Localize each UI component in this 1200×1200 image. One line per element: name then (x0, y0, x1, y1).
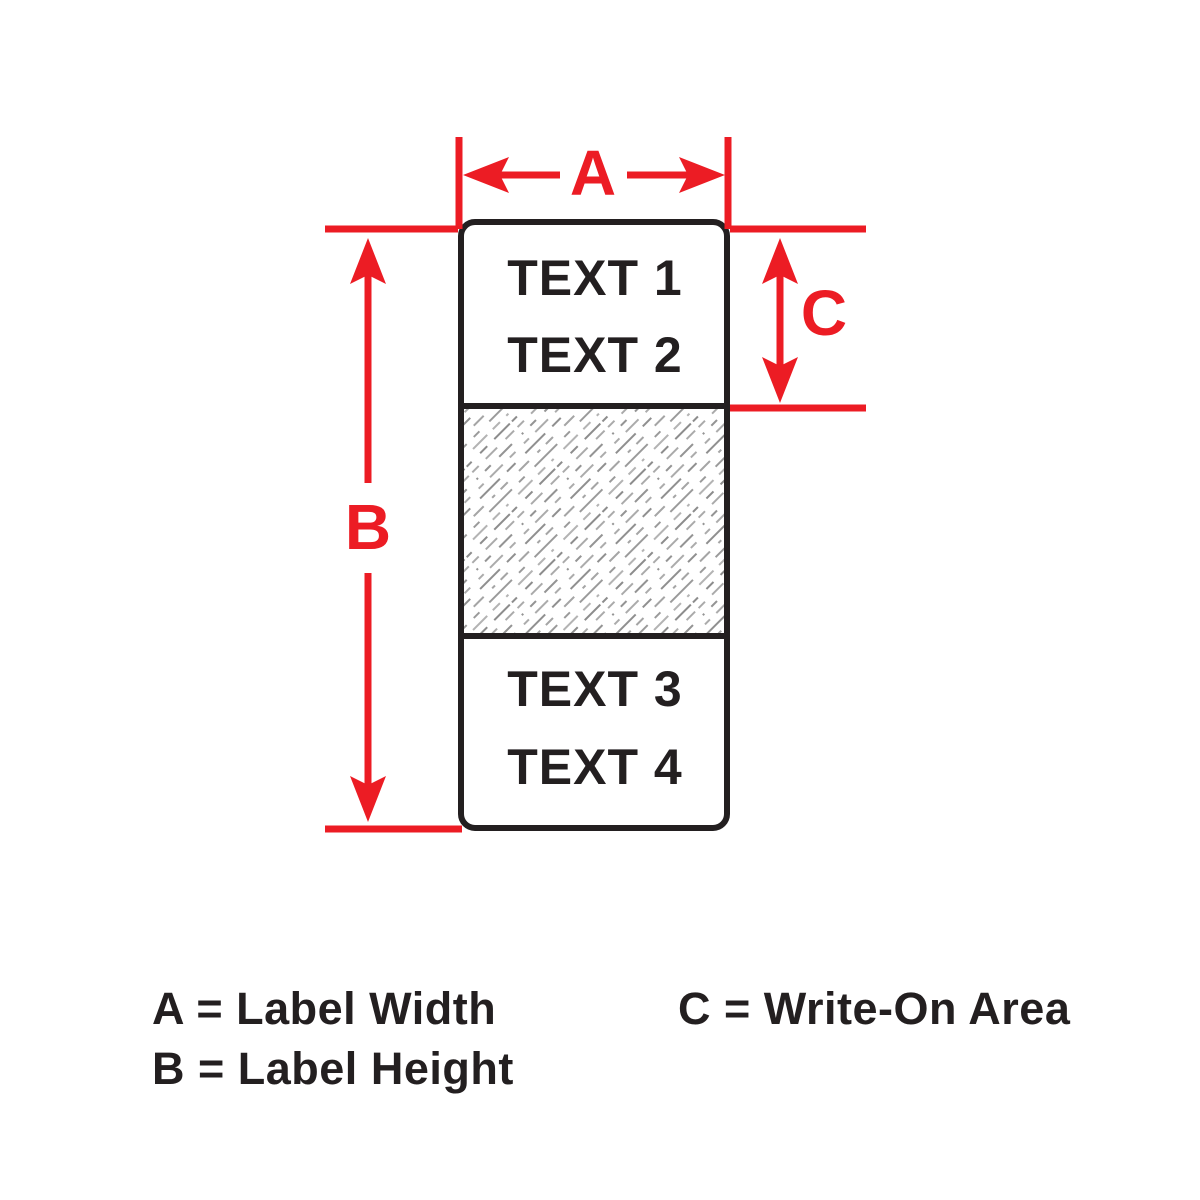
legend-label-width: A = Label Width (152, 983, 497, 1034)
legend-label-height: B = Label Height (152, 1043, 514, 1094)
dim-c-arrow (762, 238, 798, 403)
label-text-4: TEXT 4 (507, 739, 683, 795)
label-text-3: TEXT 3 (507, 661, 683, 717)
label-text-2: TEXT 2 (507, 327, 683, 383)
extension-lines (325, 137, 866, 833)
dim-b-arrowhead-top (350, 238, 386, 284)
dim-c-arrowhead-bottom (762, 357, 798, 403)
label-text-1: TEXT 1 (507, 250, 683, 306)
dim-c-arrowhead-top (762, 238, 798, 284)
dim-a-letter: A (569, 137, 617, 209)
dim-c-letter: C (800, 277, 848, 349)
dim-b-arrowhead-bottom (350, 776, 386, 822)
dim-a-arrowhead-left (463, 157, 509, 193)
dim-b-arrow (350, 238, 386, 822)
dim-a-arrow (463, 157, 725, 193)
dim-a-arrowhead-right (679, 157, 725, 193)
hatch-area (464, 409, 724, 633)
dim-b-letter: B (344, 491, 392, 563)
legend-write-on-area: C = Write-On Area (678, 983, 1071, 1034)
